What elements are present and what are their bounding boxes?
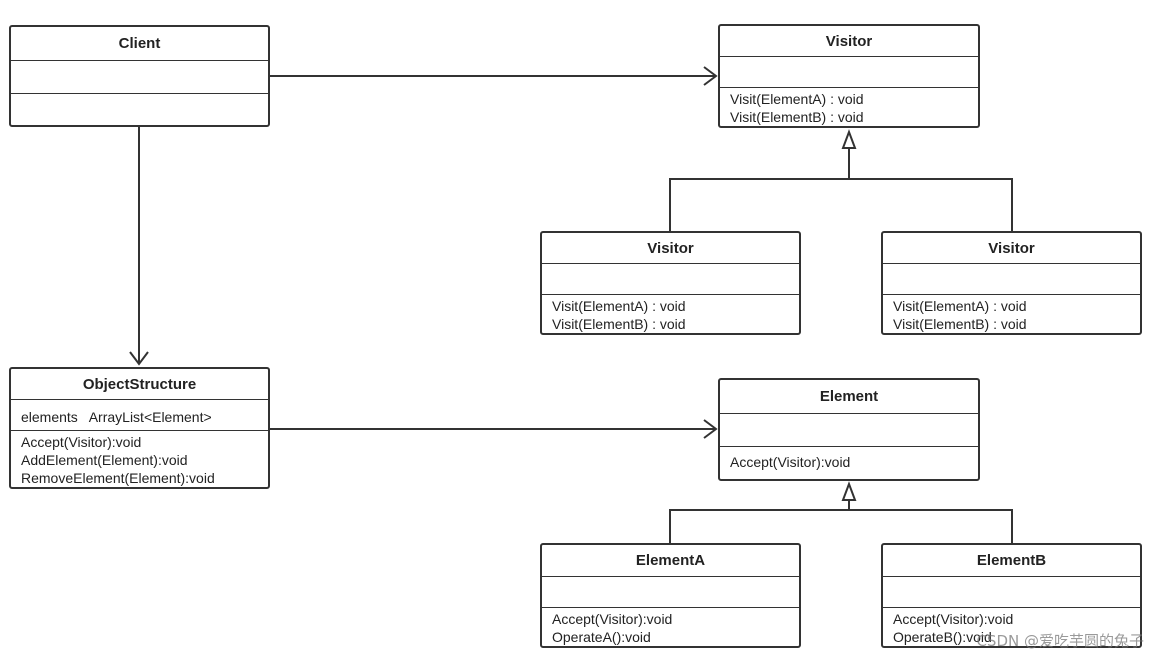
objectstructure-to-element-arrowhead xyxy=(703,419,718,439)
class-operations: Accept(Visitor):void OperateA():void xyxy=(542,608,799,646)
class-operations: Visit(ElementA) : void Visit(ElementB) :… xyxy=(883,295,1140,333)
class-attributes xyxy=(883,264,1140,295)
objectstructure-class-box[interactable]: ObjectStructure elements ArrayList<Eleme… xyxy=(9,367,270,489)
class-name: ElementA xyxy=(542,545,799,577)
operation: AddElement(Element):void xyxy=(21,452,188,468)
client-to-objectstructure-arrowhead xyxy=(129,351,149,366)
class-attributes xyxy=(720,414,978,447)
class-operations: Accept(Visitor):void xyxy=(720,447,978,479)
class-attributes xyxy=(542,264,799,295)
concrete-visitor-b-class-box[interactable]: Visitor Visit(ElementA) : void Visit(Ele… xyxy=(881,231,1142,335)
element-generalization-arrowhead xyxy=(841,481,857,501)
operation: Visit(ElementA) : void xyxy=(730,91,864,107)
element-class-box[interactable]: Element Accept(Visitor):void xyxy=(718,378,980,481)
class-name: Visitor xyxy=(720,26,978,58)
class-name: Visitor xyxy=(883,233,1140,265)
operation: Visit(ElementB) : void xyxy=(552,316,686,332)
watermark: CSDN @爱吃芋圆的兔子 xyxy=(976,632,1144,650)
visitor-class-box[interactable]: Visitor Visit(ElementA) : void Visit(Ele… xyxy=(718,24,980,128)
class-operations: Accept(Visitor):void OperateB():void xyxy=(883,608,1140,646)
class-attributes xyxy=(720,57,978,88)
element-generalization-lines xyxy=(669,509,1013,543)
operation: Visit(ElementB) : void xyxy=(730,109,864,125)
class-operations: Accept(Visitor):void AddElement(Element)… xyxy=(11,431,268,487)
operation: Accept(Visitor):void xyxy=(730,454,851,470)
visitor-generalization-arrowhead xyxy=(841,129,857,149)
operation: Visit(ElementA) : void xyxy=(552,298,686,314)
operation: Accept(Visitor):void xyxy=(893,611,1014,627)
elementa-class-box[interactable]: ElementA Accept(Visitor):void OperateA()… xyxy=(540,543,801,648)
class-attributes xyxy=(883,577,1140,608)
class-operations: Visit(ElementA) : void Visit(ElementB) :… xyxy=(720,88,978,126)
operation: OperateA():void xyxy=(552,629,651,645)
class-name: Client xyxy=(11,27,268,61)
client-to-visitor-arrowhead xyxy=(703,66,718,86)
client-class-box[interactable]: Client xyxy=(9,25,270,127)
class-attributes xyxy=(542,577,799,608)
class-name: ObjectStructure xyxy=(11,369,268,401)
operation: Visit(ElementA) : void xyxy=(893,298,1027,314)
class-operations xyxy=(11,94,268,125)
class-name: ElementB xyxy=(883,545,1140,577)
class-attributes: elements ArrayList<Element> xyxy=(11,400,268,431)
operation: Accept(Visitor):void xyxy=(21,434,142,450)
operation: RemoveElement(Element):void xyxy=(21,470,215,486)
operation: Accept(Visitor):void xyxy=(552,611,673,627)
concrete-visitor-a-class-box[interactable]: Visitor Visit(ElementA) : void Visit(Ele… xyxy=(540,231,801,335)
class-attributes xyxy=(11,61,268,94)
visitor-generalization-lines xyxy=(669,178,1013,231)
operation: OperateB():void xyxy=(893,629,992,645)
elementb-class-box[interactable]: ElementB Accept(Visitor):void OperateB()… xyxy=(881,543,1142,648)
class-operations: Visit(ElementA) : void Visit(ElementB) :… xyxy=(542,295,799,333)
operation: Visit(ElementB) : void xyxy=(893,316,1027,332)
class-name: Element xyxy=(720,380,978,414)
class-name: Visitor xyxy=(542,233,799,265)
